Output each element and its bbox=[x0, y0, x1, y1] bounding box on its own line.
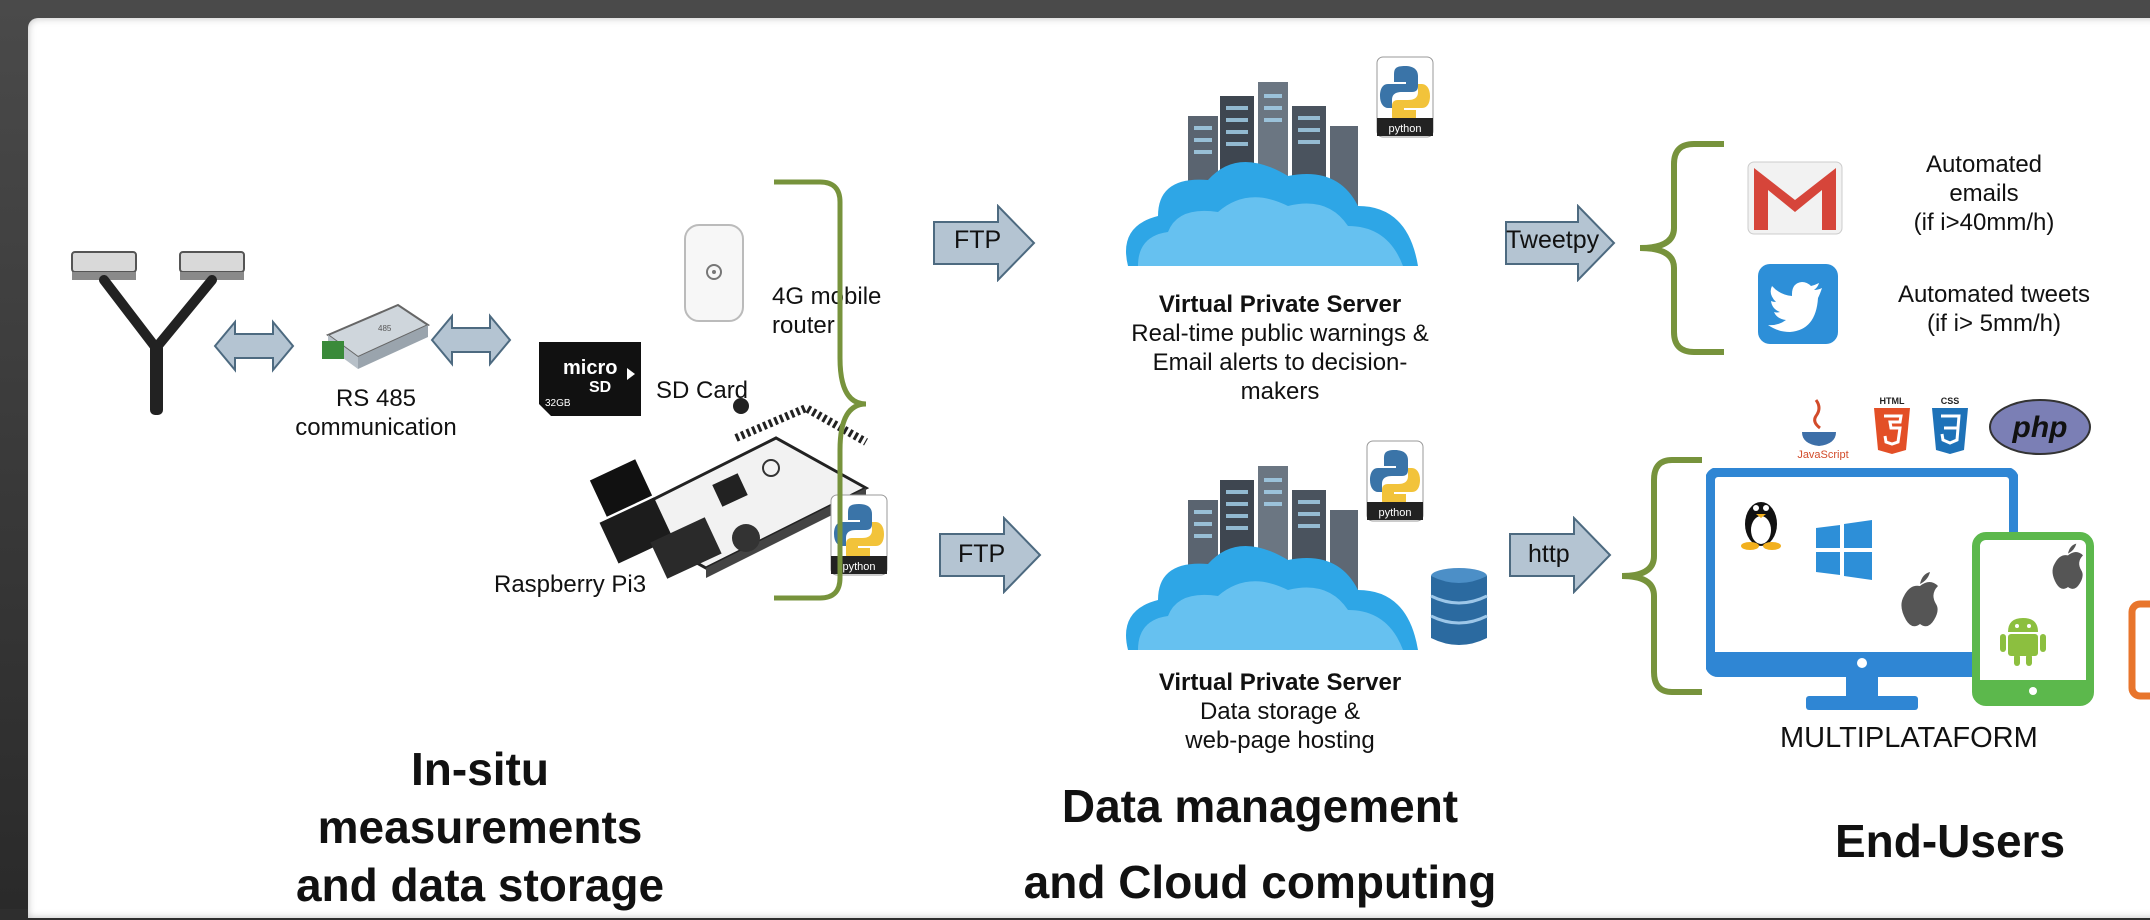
python-logo-icon: python bbox=[1376, 56, 1434, 138]
database-icon bbox=[1430, 568, 1488, 645]
windows-icon bbox=[1816, 520, 1872, 580]
python-badge-text: python bbox=[842, 561, 875, 573]
desktop-monitor-icon bbox=[1706, 468, 2018, 710]
section-title-insitu: In-situ measurements and data storage bbox=[295, 743, 665, 911]
http-label: http bbox=[1528, 540, 1570, 568]
sensor-icon bbox=[71, 251, 245, 415]
vps1-caption: Virtual Private Server Real-time public … bbox=[1131, 291, 1429, 405]
html5-logo-icon: HTML bbox=[1874, 396, 1910, 454]
section-title-endusers: End-Users bbox=[1834, 815, 2066, 867]
tweets-label: Automated tweets (if i> 5mm/h) bbox=[1897, 281, 2091, 337]
python-logo-icon: python bbox=[830, 494, 888, 576]
section-title-cloud: Data management and Cloud computing bbox=[1023, 780, 1497, 908]
javascript-logo-icon: JavaScript bbox=[1797, 399, 1849, 460]
python-logo-icon: python bbox=[1366, 440, 1424, 522]
raspberry-pi-label: Raspberry Pi3 bbox=[494, 571, 647, 598]
cloud-server-icon-2 bbox=[1126, 466, 1418, 650]
apple-icon bbox=[2052, 543, 2083, 589]
linux-icon bbox=[1741, 502, 1781, 550]
vps2-caption: Virtual Private Server Data storage & we… bbox=[1158, 669, 1402, 754]
javascript-logo-text: JavaScript bbox=[1797, 449, 1848, 460]
android-icon bbox=[2000, 618, 2046, 666]
bracket-platforms bbox=[1621, 457, 1702, 695]
python-badge-text: python bbox=[1378, 507, 1411, 519]
tweetpy-label: Tweetpy bbox=[1506, 226, 1600, 254]
ftp-arrow-2 bbox=[939, 516, 1042, 594]
rs485-label: RS 485 communication bbox=[295, 385, 457, 441]
sd-card-capacity-text: 32GB bbox=[545, 398, 571, 409]
css3-logo-text: CSS bbox=[1941, 396, 1960, 406]
sd-card-icon: micro SD 32GB bbox=[539, 342, 641, 416]
router-label: 4G mobile router bbox=[772, 283, 882, 339]
tweetpy-arrow bbox=[1505, 204, 1616, 282]
html5-logo-text: HTML bbox=[1880, 396, 1905, 406]
double-arrow-2 bbox=[430, 313, 512, 367]
router-icon bbox=[684, 224, 744, 322]
http-arrow bbox=[1509, 516, 1612, 594]
apple-icon bbox=[1901, 572, 1938, 627]
svg-text:485: 485 bbox=[378, 324, 392, 333]
phone-icon bbox=[2128, 600, 2150, 700]
php-logo-text: php bbox=[2012, 411, 2068, 444]
double-arrow-1 bbox=[213, 319, 295, 373]
sd-card-label: SD Card bbox=[656, 377, 749, 404]
bracket-notifications bbox=[1639, 141, 1724, 355]
bracket-collector bbox=[774, 179, 867, 601]
twitter-icon bbox=[1758, 264, 1838, 344]
ftp-arrow-1 bbox=[933, 204, 1036, 282]
rs485-converter-icon: 485 bbox=[322, 303, 431, 369]
php-logo-icon: php bbox=[1989, 399, 2091, 455]
sd-card-sd-text: SD bbox=[589, 379, 611, 396]
raspberry-pi-icon bbox=[589, 398, 870, 579]
css3-logo-icon: CSS bbox=[1932, 396, 1968, 454]
gmail-icon bbox=[1747, 161, 1843, 235]
multiplatform-label: MULTIPLATAFORM bbox=[1780, 722, 2038, 754]
emails-label: Automated emails (if i>40mm/h) bbox=[1913, 151, 2055, 236]
ftp-label-2: FTP bbox=[958, 540, 1006, 568]
ftp-label-1: FTP bbox=[954, 226, 1002, 254]
cloud-server-icon-1 bbox=[1126, 82, 1418, 266]
python-badge-text: python bbox=[1388, 123, 1421, 135]
sd-card-micro-text: micro bbox=[563, 357, 617, 379]
